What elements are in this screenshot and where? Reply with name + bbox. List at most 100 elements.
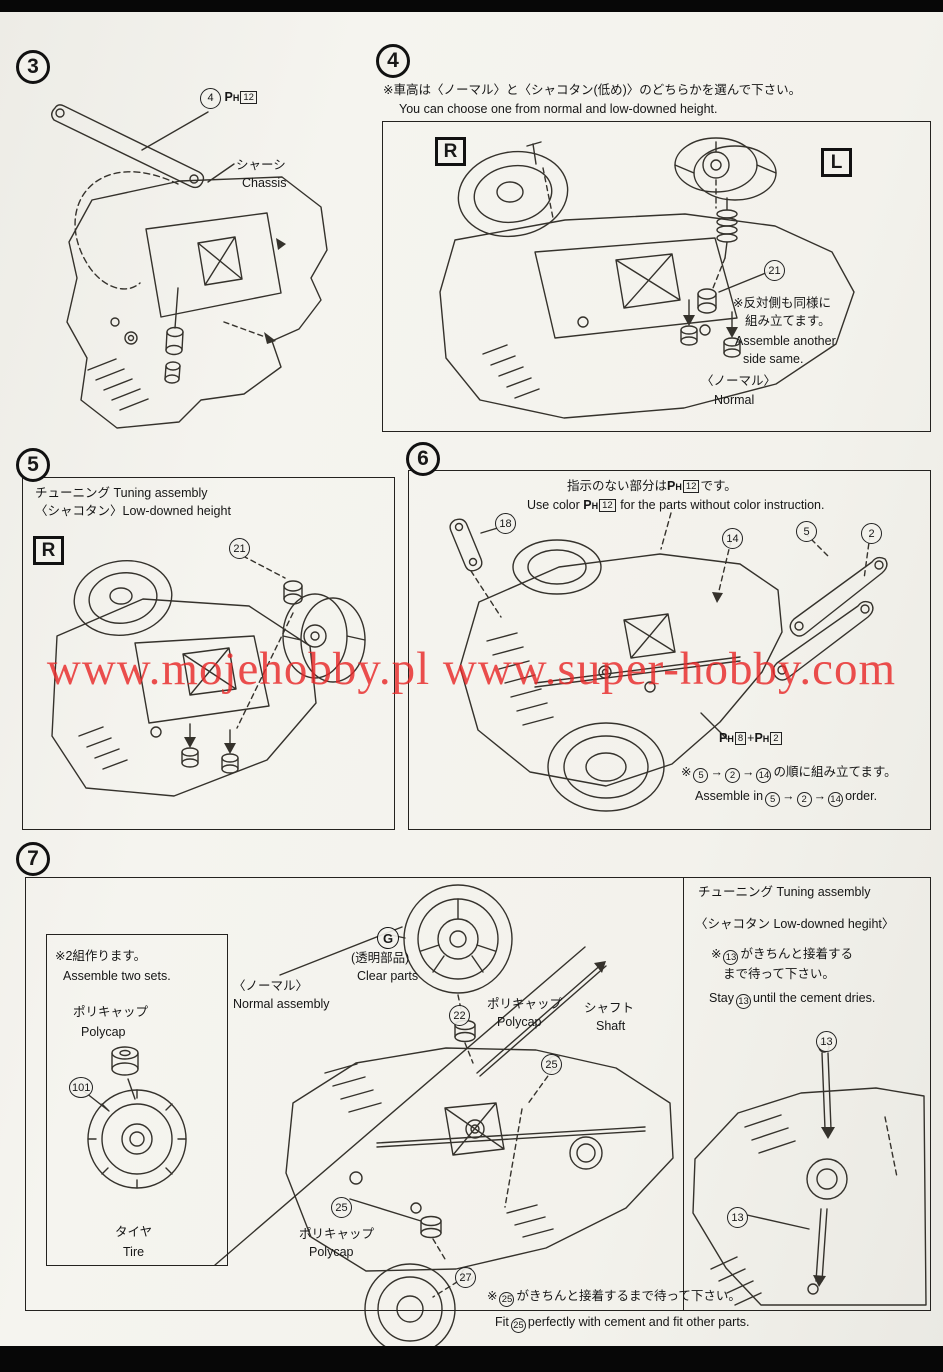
step4-note-jp: ※車高は〈ノーマル〉と〈シャコタン(低め)〉のどちらかを選んで下さい。 <box>383 83 802 97</box>
polycap-top-en: Polycap <box>497 1015 542 1029</box>
paint-number-boxed: 12 <box>682 480 700 493</box>
tire-label-jp: タイヤ <box>115 1225 153 1239</box>
part-callout-13: 13 <box>816 1031 837 1052</box>
step7-tuning-subheading: 〈シャコタン Low-downed hegiht〉 <box>695 917 895 931</box>
step4-note-en: You can choose one from normal and low-d… <box>399 102 718 116</box>
step4-suspension-diagram <box>439 137 855 419</box>
step7-tire-subassembly-box: ※2組作ります。 Assemble two sets. ポリキャップ Polyc… <box>46 934 228 1266</box>
part-callout-5: 5 <box>765 792 781 808</box>
clear-parts-jp: (透明部品) <box>351 951 410 965</box>
part-callout-13: 13 <box>723 950 739 966</box>
polycap-label-en: Polycap <box>81 1025 126 1039</box>
part-callout-21: 21 <box>764 260 785 281</box>
step7-number: 7 <box>27 847 39 870</box>
part-callout-2: 2 <box>796 792 812 808</box>
step6-number-badge: 6 <box>406 442 440 476</box>
step4-side-note-en1: Assemble another <box>735 334 836 348</box>
part-callout-14: 14 <box>828 792 844 808</box>
step4-normal-en: Normal <box>714 393 755 407</box>
part-callout-18: 18 <box>495 513 516 534</box>
part-callout-5: 5 <box>693 768 709 784</box>
step7-tuning-heading: チューニング Tuning assembly <box>698 885 871 899</box>
part-callout-14: 14 <box>756 768 772 784</box>
scan-edge-top <box>0 0 943 12</box>
part-callout-22: 22 <box>449 1005 470 1026</box>
shaft-label-en: Shaft <box>596 1019 626 1033</box>
paint-code: PH <box>224 89 240 104</box>
step4-side-note-en2: side same. <box>743 352 804 366</box>
part-callout-27: 27 <box>455 1267 476 1288</box>
step7-number-badge: 7 <box>16 842 50 876</box>
part-callout-G: G <box>377 927 399 949</box>
step5-number: 5 <box>27 453 39 476</box>
step3-number: 3 <box>27 55 39 78</box>
step7-stay-note-jp2: まで待って下さい。 <box>723 967 835 981</box>
right-side-marker: R <box>33 536 64 565</box>
step6-underbody-diagram <box>449 512 888 812</box>
part-callout-13: 13 <box>736 994 752 1010</box>
step4-number-badge: 4 <box>376 44 410 78</box>
chassis-label-en: Chassis <box>242 176 287 190</box>
part-callout-21: 21 <box>229 538 250 559</box>
step5-lowdown-diagram <box>51 555 366 797</box>
step5-frame: チューニング Tuning assembly 〈シャコタン〉Low-downed… <box>22 477 395 830</box>
step4-frame: R L 21 ※反対側も同様に 組み立てます。 Assemble another… <box>382 121 931 432</box>
paint-code: PH <box>719 731 734 745</box>
part-callout-13: 13 <box>727 1207 748 1228</box>
step4-number: 4 <box>387 49 399 72</box>
part-callout-2: 2 <box>724 768 740 784</box>
paint-code: PH <box>583 498 599 512</box>
step4-side-note-jp1: ※反対側も同様に <box>733 296 831 310</box>
step7-normal-jp: 〈ノーマル〉 <box>233 979 309 993</box>
part-callout-4: 4 <box>200 88 221 109</box>
polycap-bottom-en: Polycap <box>309 1245 354 1259</box>
polycap-top-jp: ポリキャップ <box>487 997 563 1011</box>
part-callout-2: 2 <box>861 523 882 544</box>
part-callout-25: 25 <box>331 1197 352 1218</box>
step4-side-note-jp2: 組み立てます。 <box>745 314 831 328</box>
two-sets-note-jp: ※2組作ります。 <box>55 949 147 963</box>
watermark: www.mojehobby.pl www.super-hobby.com <box>46 643 897 695</box>
polycap-bottom-jp: ポリキャップ <box>299 1227 375 1241</box>
step7-section-divider <box>683 878 684 1310</box>
chassis-label-jp: シャーシ <box>236 158 286 172</box>
part-callout-25: 25 <box>541 1054 562 1075</box>
step5-heading-1: チューニング Tuning assembly <box>35 486 208 500</box>
left-side-marker: L <box>821 148 852 177</box>
scan-edge-bottom <box>0 1346 943 1372</box>
part-callout-101: 101 <box>69 1077 94 1098</box>
two-sets-note-en: Assemble two sets. <box>63 969 171 983</box>
part-callout-5: 5 <box>796 521 817 542</box>
step6-number: 6 <box>417 447 429 470</box>
paint-code: PH <box>754 731 770 745</box>
step7-frame: チューニング Tuning assembly 〈シャコタン Low-downed… <box>25 877 931 1334</box>
part-callout-25: 25 <box>499 1292 515 1308</box>
step3-number-badge: 3 <box>16 50 50 84</box>
shaft-label-jp: シャフト <box>584 1001 635 1015</box>
paint-number-boxed: 2 <box>770 732 782 745</box>
right-side-marker: R <box>435 137 466 166</box>
tire-label-en: Tire <box>123 1245 145 1259</box>
step3-chassis-diagram <box>51 104 328 429</box>
step4-normal-jp: 〈ノーマル〉 <box>701 374 777 388</box>
clear-parts-en: Clear parts <box>357 969 419 983</box>
step7-normal-en: Normal assembly <box>233 997 330 1011</box>
part-callout-14: 14 <box>722 528 743 549</box>
polycap-label-jp: ポリキャップ <box>73 1005 149 1019</box>
step5-heading-2: 〈シャコタン〉Low-downed height <box>35 504 231 518</box>
part-callout-25: 25 <box>510 1318 526 1334</box>
paint-number-boxed: 12 <box>599 499 616 512</box>
paint-number-boxed: 8 <box>734 732 747 745</box>
paint-code: PH <box>667 479 682 493</box>
